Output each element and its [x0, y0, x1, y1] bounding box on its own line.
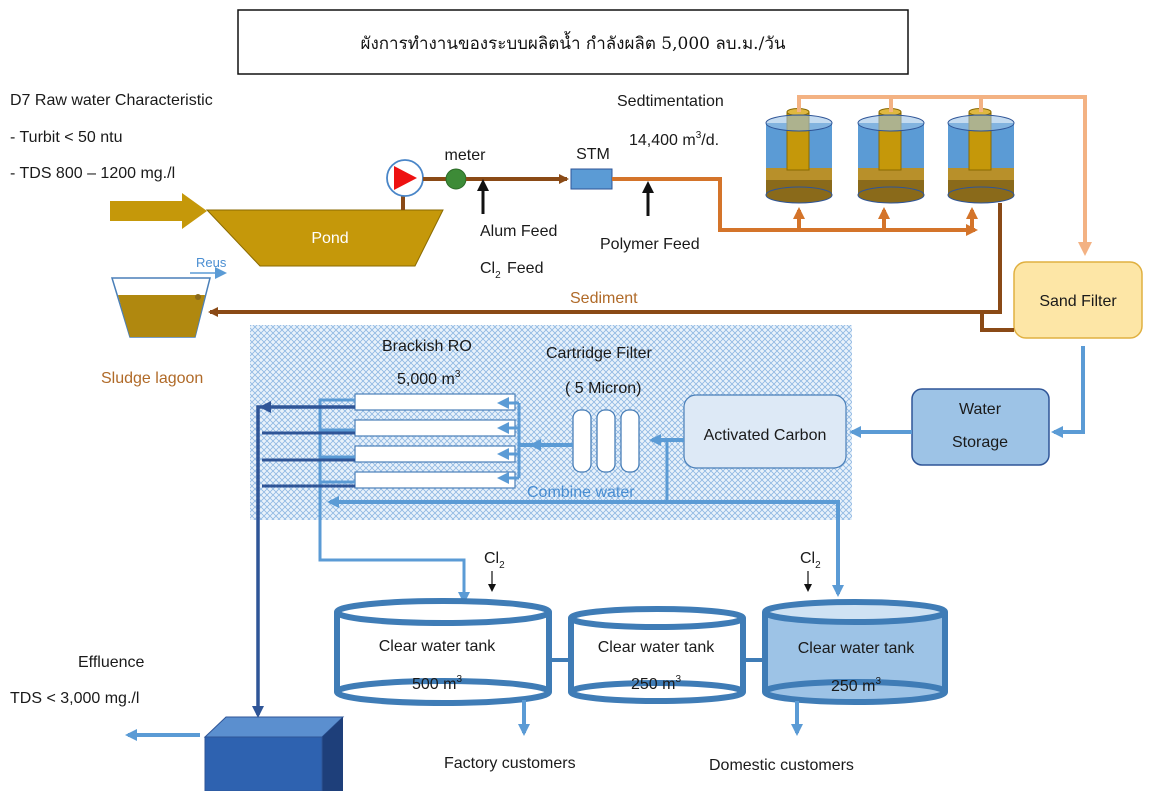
raw-water-tds: - TDS 800 – 1200 mg./l [10, 165, 175, 182]
sedimentation-capacity: 14,400 m3/d. [629, 130, 719, 149]
combine-water-label: Combine water [527, 484, 635, 501]
sand-filter [1013, 261, 1143, 339]
tank-1-capacity: 500 m3 [412, 674, 462, 693]
domestic-customers-label: Domestic customers [709, 757, 854, 774]
effluence-label: Effluence [78, 654, 145, 671]
cl2-feed-chem: Cl2 [480, 260, 501, 281]
overflow-pipe-to-sand-filter [797, 95, 1092, 256]
pump-impeller-icon [394, 166, 417, 190]
meter-icon [445, 168, 467, 190]
ro-membranes [354, 393, 516, 489]
stm-mixer [570, 168, 613, 190]
clear-water-tank-2 [568, 606, 746, 704]
effluent-tank [203, 716, 345, 791]
ro-permeate-pipe [318, 398, 470, 604]
sediment-pipe [208, 203, 1002, 317]
reuse-label: Reus [196, 255, 227, 270]
water-storage-label-1: Water [959, 401, 1002, 418]
alum-feed-label: Alum Feed [480, 223, 557, 240]
orange-pipe-to-sedimentation [612, 177, 978, 236]
tank-2-capacity: 250 m3 [631, 674, 681, 693]
brackish-ro-capacity: 5,000 m3 [397, 369, 461, 388]
ro-concentrate-pipe [252, 405, 355, 718]
activated-carbon [683, 394, 847, 469]
polymer-feed-label: Polymer Feed [600, 236, 700, 253]
tank-3-label: Clear water tank [798, 640, 915, 657]
sedimentation-label: Sedtimentation [617, 93, 724, 110]
sedimentation-tank-3 [947, 108, 1015, 204]
raw-water-inlet-arrow [110, 193, 207, 229]
sand-filter-label: Sand Filter [1039, 293, 1117, 310]
sediment-label: Sediment [570, 290, 638, 307]
diagram-title: ผังการทำงานของระบบผลิตน้ำ กำลังผลิต 5,00… [361, 31, 786, 54]
cl2-feed-label: Feed [507, 260, 543, 277]
sludge-lagoon-label: Sludge lagoon [101, 370, 203, 387]
pond [205, 209, 444, 267]
activated-carbon-label: Activated Carbon [704, 427, 827, 444]
clear-water-tank-1 [334, 598, 552, 706]
pond-label: Pond [311, 230, 348, 247]
brackish-ro-label: Brackish RO [382, 338, 472, 355]
water-storage-label-2: Storage [952, 434, 1008, 451]
tank-1-label: Clear water tank [379, 638, 496, 655]
tank-2-label: Clear water tank [598, 639, 715, 656]
tank-3-capacity: 250 m3 [831, 676, 881, 695]
title-box [237, 9, 909, 75]
stm-label: STM [576, 146, 610, 163]
clear-water-tank-3 [762, 599, 948, 705]
factory-customers-label: Factory customers [444, 755, 576, 772]
raw-water-heading: D7 Raw water Characteristic [10, 92, 213, 109]
sedimentation-tank-2 [857, 108, 925, 204]
cartridge-filter-micron: ( 5 Micron) [565, 380, 641, 397]
pipe-sand-filter-to-storage [1051, 346, 1085, 438]
cl2-dose-1-label: Cl2 [484, 550, 505, 571]
water-storage [911, 388, 1050, 466]
cartridge-filter [572, 409, 640, 473]
cartridge-filter-label: Cartridge Filter [546, 345, 652, 362]
cl2-dose-2-label: Cl2 [800, 550, 821, 571]
meter-label: meter [445, 147, 487, 164]
raw-water-turbidity: - Turbit < 50 ntu [10, 129, 123, 146]
effluence-tds: TDS < 3,000 mg./l [10, 690, 139, 707]
sedimentation-tank-1 [765, 108, 833, 204]
